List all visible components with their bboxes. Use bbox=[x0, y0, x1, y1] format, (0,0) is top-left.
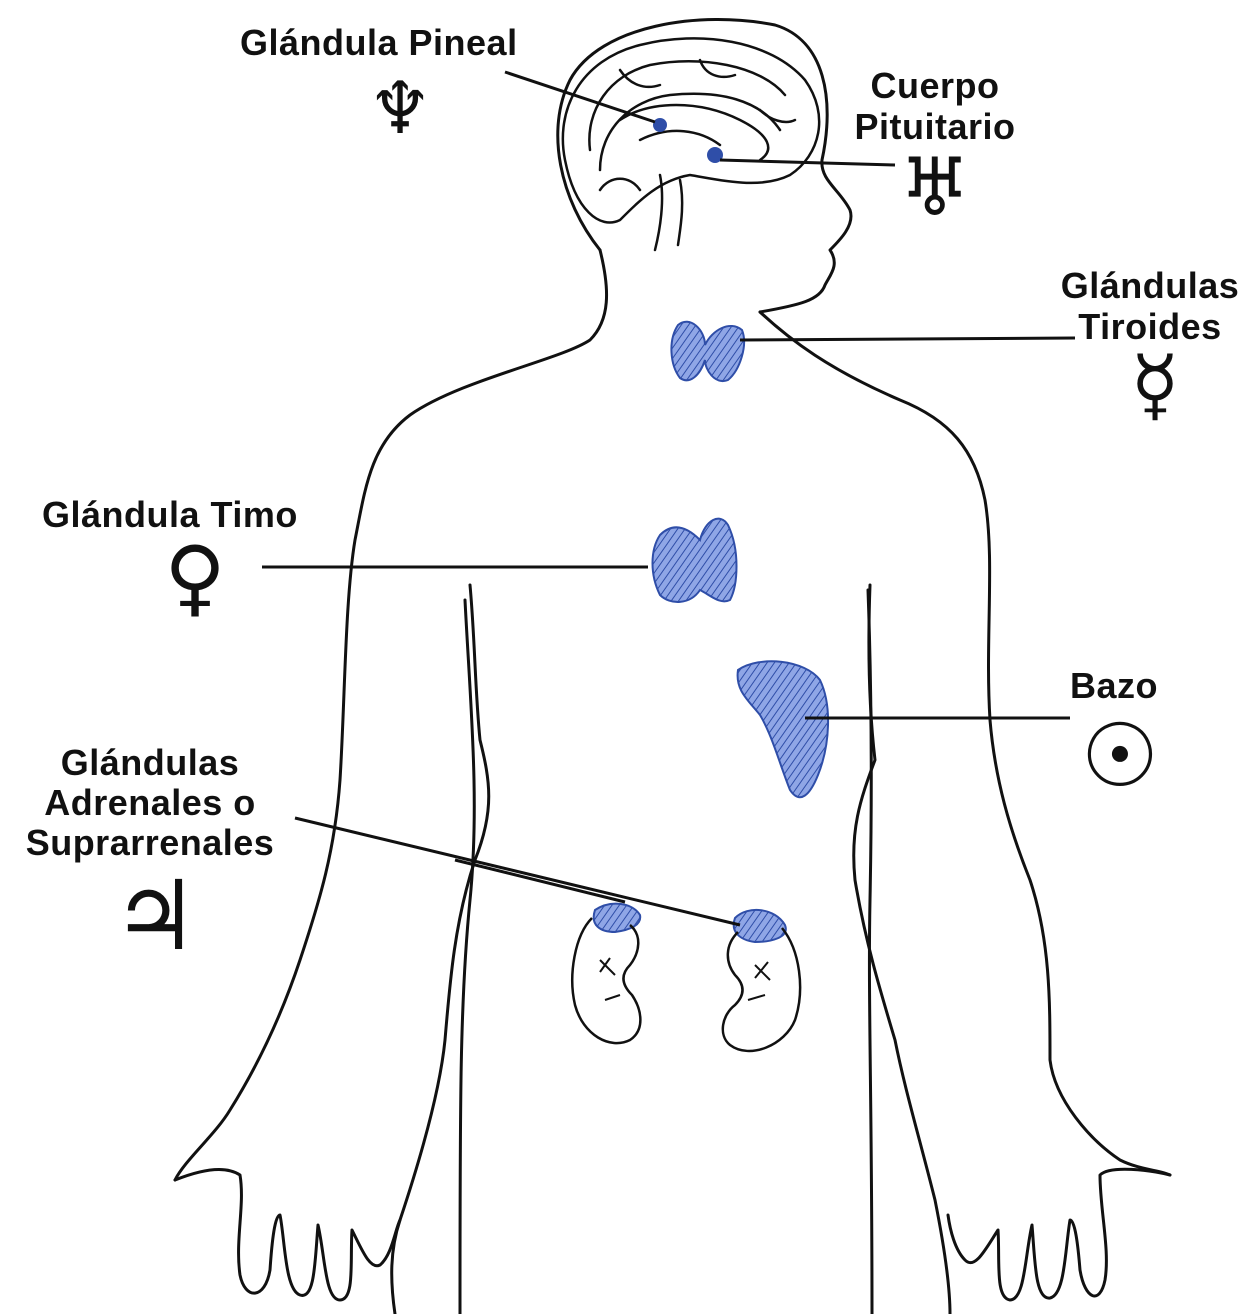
left-hand bbox=[175, 1170, 400, 1300]
thyroid-gland-shape bbox=[671, 322, 744, 381]
left-torso-line bbox=[460, 600, 474, 1314]
adrenal-label-line-3: Suprarrenales bbox=[0, 822, 300, 864]
uranus-symbol-icon: ♅ bbox=[895, 148, 975, 228]
adrenal-label-line-1: Glándulas bbox=[0, 742, 300, 784]
mercury-symbol-icon: ☿ bbox=[1115, 345, 1195, 425]
pineal-label: Glándula Pineal bbox=[240, 22, 518, 64]
venus-symbol-icon: ♀ bbox=[150, 535, 240, 619]
left-inner-arm bbox=[392, 585, 489, 1314]
thyroid-leader bbox=[740, 338, 1075, 340]
sun-symbol-icon: ☉ bbox=[1070, 712, 1170, 800]
pineal-gland-marker bbox=[653, 118, 667, 132]
adrenal-label-line-2: Adrenales o bbox=[0, 782, 300, 824]
body-outline bbox=[175, 20, 1170, 1314]
adrenal-leader-2 bbox=[455, 860, 625, 902]
brain-drawing bbox=[563, 38, 819, 250]
right-kidney-adrenal bbox=[723, 910, 800, 1051]
jupiter-symbol-icon: ♃ bbox=[110, 868, 200, 964]
adrenal-leader bbox=[295, 818, 740, 925]
spleen-gland-shape bbox=[738, 661, 828, 797]
left-neck-shoulder bbox=[175, 250, 607, 1180]
right-hand bbox=[948, 1169, 1170, 1300]
spleen-label: Bazo bbox=[1070, 665, 1158, 707]
pituitary-label-line-1: Cuerpo bbox=[840, 65, 1030, 107]
thymus-gland-shape bbox=[653, 519, 737, 602]
pineal-leader bbox=[505, 72, 655, 122]
pituitary-leader bbox=[720, 160, 895, 165]
thyroid-label-line-1: Glándulas bbox=[1055, 265, 1245, 307]
neptune-symbol-icon: ♆ bbox=[360, 72, 440, 144]
left-kidney-adrenal bbox=[572, 904, 640, 1043]
